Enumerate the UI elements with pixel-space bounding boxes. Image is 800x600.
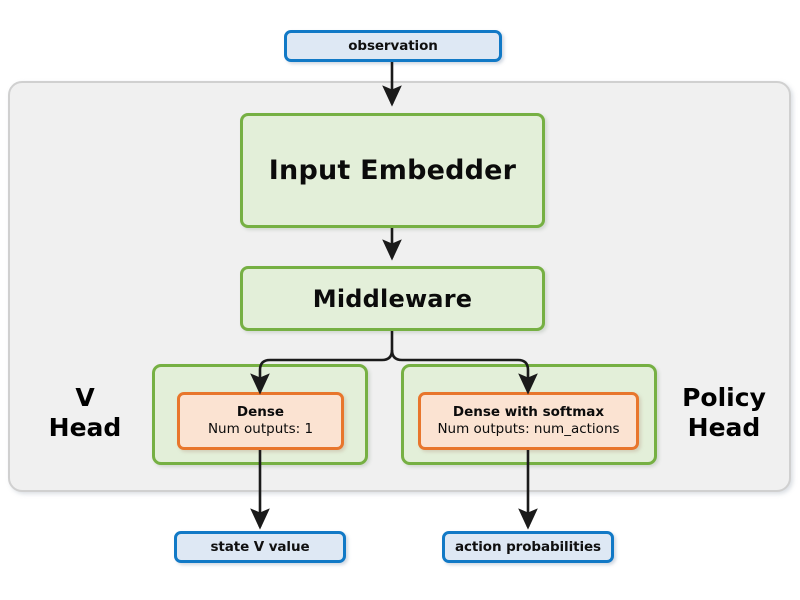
node-dense-policy-subtitle: Num outputs: num_actions [437, 421, 620, 437]
v-head-label-line2: Head [48, 412, 122, 442]
node-dense-v-subtitle: Num outputs: 1 [207, 421, 314, 437]
node-action-probabilities-label: action probabilities [455, 539, 601, 555]
node-input-embedder-label: Input Embedder [268, 155, 517, 186]
node-dense-v-title: Dense [236, 404, 285, 421]
policy-head-label-line1: Policy [682, 383, 766, 412]
node-observation[interactable]: observation [284, 30, 502, 62]
policy-head-label: Policy Head [668, 383, 780, 442]
node-state-v-value[interactable]: state V value [174, 531, 346, 563]
node-input-embedder[interactable]: Input Embedder [240, 113, 545, 228]
node-dense-policy[interactable]: Dense with softmax Num outputs: num_acti… [418, 392, 639, 450]
policy-head-label-line2: Head [687, 412, 761, 442]
node-dense-policy-title: Dense with softmax [452, 404, 605, 421]
node-middleware[interactable]: Middleware [240, 266, 545, 331]
v-head-label: V Head [30, 383, 140, 442]
node-dense-v[interactable]: Dense Num outputs: 1 [177, 392, 344, 450]
node-middleware-label: Middleware [312, 284, 473, 313]
node-observation-label: observation [348, 38, 438, 54]
node-state-v-value-label: state V value [210, 539, 310, 555]
v-head-label-line1: V [75, 383, 95, 412]
node-action-probabilities[interactable]: action probabilities [442, 531, 614, 563]
